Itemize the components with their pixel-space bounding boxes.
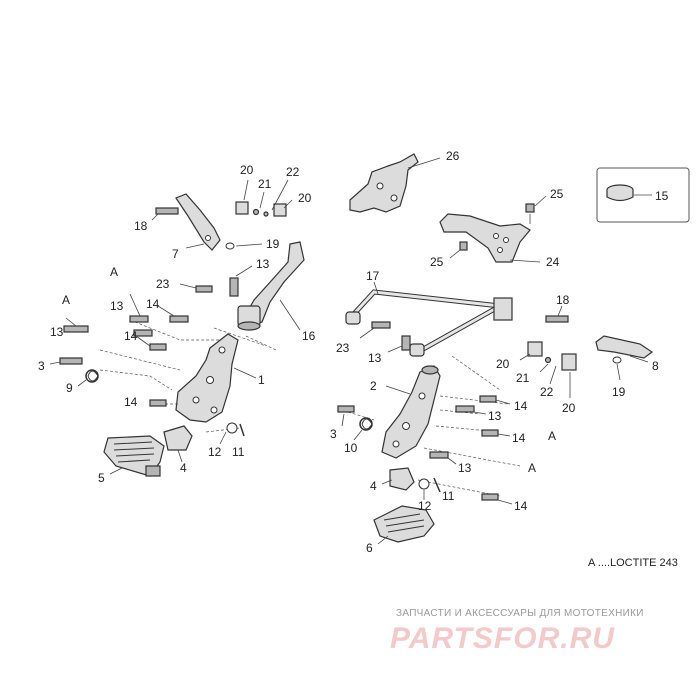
bracket-part-26 xyxy=(349,153,441,213)
callout-5: 5 xyxy=(98,471,105,485)
callout-18: 18 xyxy=(556,293,570,307)
callout-A-marker: A xyxy=(62,293,70,307)
callout-26: 26 xyxy=(446,149,460,163)
callout-20: 20 xyxy=(298,191,312,205)
callout-2: 2 xyxy=(370,379,377,393)
callout-21: 21 xyxy=(516,371,530,385)
callout-1: 1 xyxy=(258,373,265,387)
callout-4: 4 xyxy=(180,461,187,475)
heel-guard-part-7 xyxy=(151,193,221,251)
callout-labels: 20 21 22 20 26 25 15 18 7 19 25 24 A 13 … xyxy=(38,149,669,555)
watermark-logo: PARTSFOR.RU xyxy=(390,622,615,655)
callout-16: 16 xyxy=(302,329,316,343)
callout-11: 11 xyxy=(442,489,455,503)
callout-14: 14 xyxy=(514,399,528,413)
callout-11: 11 xyxy=(232,445,245,459)
clamp-part-4-right xyxy=(381,467,441,500)
callout-4: 4 xyxy=(370,479,377,493)
loctite-legend: A ....LOCTITE 243 xyxy=(588,557,678,569)
callout-12: 12 xyxy=(418,499,432,513)
callout-13: 13 xyxy=(50,325,64,339)
footpeg-part-5 xyxy=(103,435,165,477)
callout-20: 20 xyxy=(496,357,510,371)
support-bracket-part-16 xyxy=(179,241,305,331)
callout-22: 22 xyxy=(540,385,554,399)
callout-13: 13 xyxy=(110,299,124,313)
callout-20: 20 xyxy=(562,401,576,415)
callout-22: 22 xyxy=(286,165,300,179)
callout-14: 14 xyxy=(514,499,528,513)
callout-14: 14 xyxy=(146,297,160,311)
hardware-cluster-right xyxy=(519,305,654,398)
bracket-part-24 xyxy=(439,195,547,263)
callout-23: 23 xyxy=(156,277,170,291)
callout-6: 6 xyxy=(366,541,373,555)
callout-10: 10 xyxy=(344,441,358,455)
callout-12: 12 xyxy=(208,445,222,459)
hardware-right-bolts xyxy=(337,395,513,505)
callout-23: 23 xyxy=(336,341,350,355)
callout-25: 25 xyxy=(430,255,444,269)
callout-19: 19 xyxy=(266,237,280,251)
callout-8: 8 xyxy=(652,359,659,373)
construction-lines-left xyxy=(99,319,277,433)
callout-20: 20 xyxy=(240,163,254,177)
callout-3: 3 xyxy=(38,359,45,373)
hardware-cluster-left xyxy=(225,179,293,250)
callout-A-marker: A xyxy=(548,429,556,443)
footpeg-part-6 xyxy=(373,505,435,545)
callout-14: 14 xyxy=(124,395,138,409)
callout-13: 13 xyxy=(488,409,502,423)
callout-13: 13 xyxy=(458,461,472,475)
callout-A-marker: A xyxy=(528,461,536,475)
callout-24: 24 xyxy=(546,255,560,269)
callout-15: 15 xyxy=(655,189,669,203)
callout-3: 3 xyxy=(330,427,337,441)
callout-18: 18 xyxy=(134,219,148,233)
tube-rail-part-17 xyxy=(345,281,513,357)
callout-7: 7 xyxy=(172,247,179,261)
clamp-part-4-left xyxy=(163,422,245,463)
callout-13: 13 xyxy=(368,351,382,365)
inset-box-part-15 xyxy=(596,167,690,223)
callout-14: 14 xyxy=(124,329,138,343)
callout-19: 19 xyxy=(612,385,626,399)
callout-A-marker: A xyxy=(110,265,118,279)
watermark-subtitle: ЗАПЧАСТИ И АКСЕССУАРЫ ДЛЯ МОТОТЕХНИКИ xyxy=(396,608,644,619)
callout-9: 9 xyxy=(66,381,73,395)
main-plate-part-2 xyxy=(381,365,441,459)
hardware-left-bolts xyxy=(49,293,189,407)
callout-17: 17 xyxy=(366,269,380,283)
callout-25: 25 xyxy=(550,187,564,201)
callout-13: 13 xyxy=(256,257,270,271)
callout-21: 21 xyxy=(258,177,272,191)
callout-14: 14 xyxy=(512,431,526,445)
main-plate-part-1 xyxy=(175,333,257,423)
